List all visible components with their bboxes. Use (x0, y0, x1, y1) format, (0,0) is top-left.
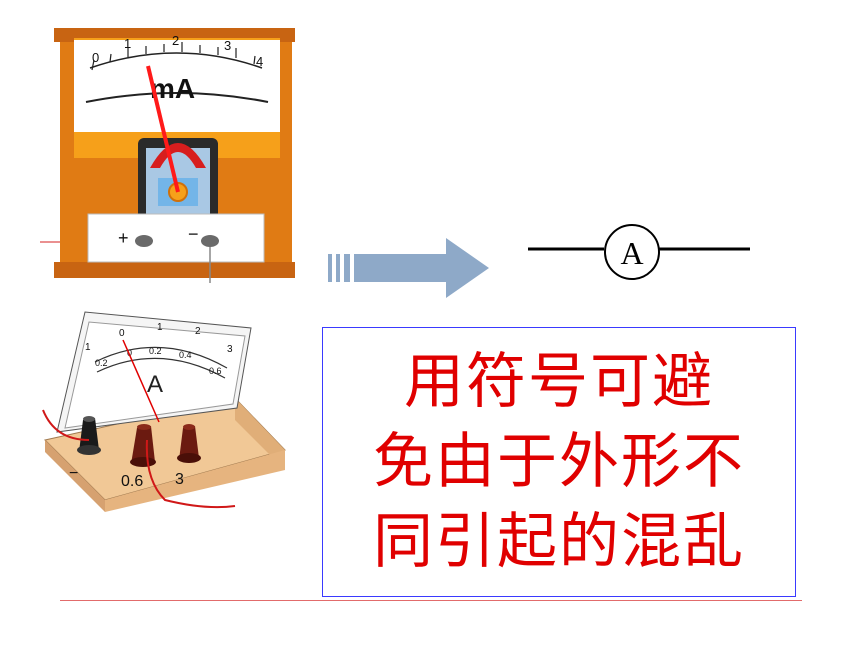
right-arrow-icon (328, 238, 489, 298)
a-upper-scale-4: 3 (227, 344, 233, 355)
a-lower-scale-3: 0.4 (179, 350, 192, 360)
milliammeter-illustration: 0 1 2 3 4 mA + − (40, 28, 295, 283)
a-lower-scale-0: 0.2 (95, 358, 108, 368)
bottom-divider (60, 600, 802, 601)
ma-scale-1: 1 (124, 36, 131, 51)
a-terminal-3 (177, 424, 201, 463)
a-needle (122, 339, 160, 423)
caption-line-2: 免由于外形不 (373, 427, 745, 497)
a-unit-label: A (147, 371, 163, 398)
ma-scale-2: 2 (172, 33, 179, 48)
a-lower-scale-4: 0.6 (209, 366, 222, 376)
ammeter-illustration: 1 0 1 2 3 0.2 0 0.2 0.4 0.6 A − 0.6 3 (42, 311, 286, 512)
a-upper-scale-0: 1 (85, 342, 91, 353)
a-terminal-label-0-6: 0.6 (121, 473, 143, 490)
a-terminal-0-6 (130, 424, 156, 467)
caption-box: 用符号可避 免由于外形不 同引起的混乱 (322, 327, 796, 597)
ma-needle (146, 65, 180, 193)
ma-scale-4: 4 (256, 54, 263, 69)
a-upper-scale-1: 0 (119, 328, 125, 339)
a-terminal-label-negative: − (69, 465, 78, 482)
a-terminal-label-3: 3 (175, 471, 184, 488)
ma-scale-3: 3 (224, 38, 231, 53)
caption-line-1: 用符号可避 (404, 347, 714, 417)
a-lower-scale-2: 0.2 (149, 346, 162, 356)
a-upper-scale-2: 1 (157, 322, 163, 333)
a-upper-scale-3: 2 (195, 326, 201, 337)
ammeter-symbol: A (528, 224, 750, 280)
ma-scale-0: 0 (92, 50, 99, 65)
ammeter-symbol-letter: A (620, 235, 643, 271)
a-terminal-negative (77, 416, 101, 455)
ma-plus-label: + (118, 228, 129, 248)
ma-plus-terminal (135, 235, 153, 247)
caption-line-3: 同引起的混乱 (373, 507, 745, 577)
ma-minus-terminal (201, 235, 219, 247)
ma-minus-label: − (188, 224, 199, 244)
